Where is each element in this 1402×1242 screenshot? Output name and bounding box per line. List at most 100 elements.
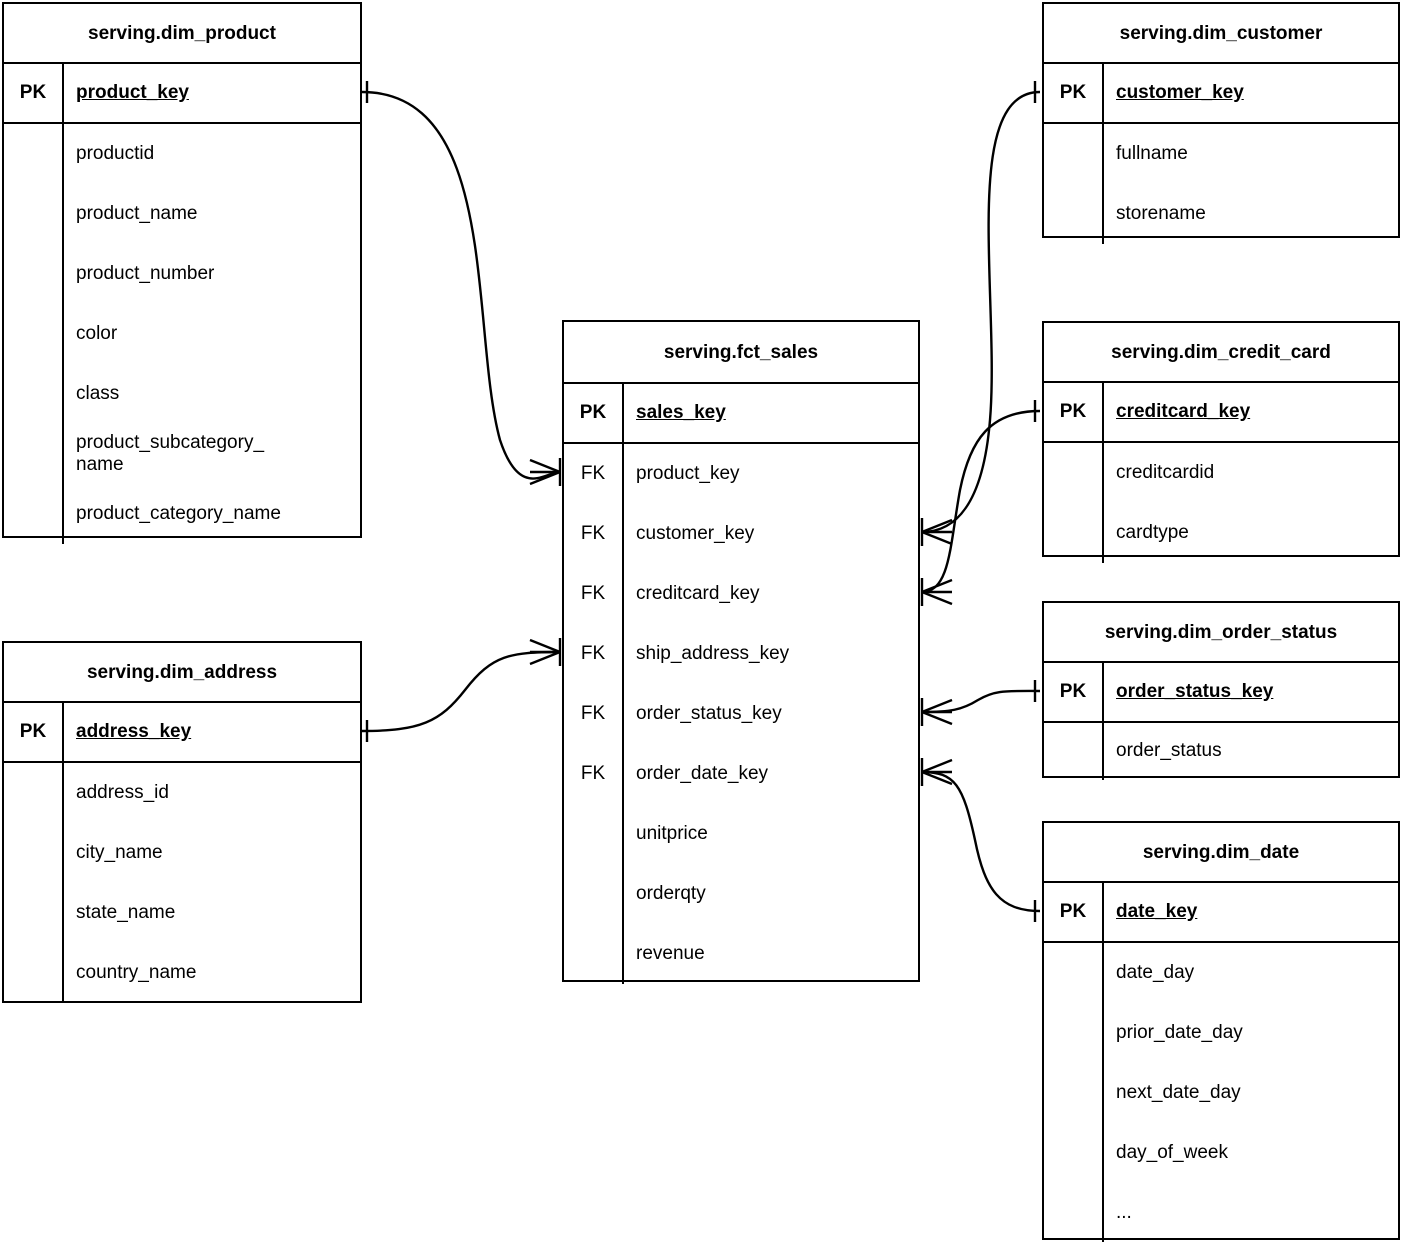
- attribute-row: next_date_day: [1044, 1063, 1398, 1123]
- attribute-marker: [4, 184, 64, 244]
- attribute-row: class: [4, 364, 360, 424]
- attribute-row: revenue: [564, 924, 918, 984]
- pk-field-dim_product: product_key: [76, 81, 189, 103]
- attribute-row: day_of_week: [1044, 1123, 1398, 1183]
- attribute-list-dim_customer: fullname storename: [1044, 124, 1398, 244]
- pk-marker-fct_sales: PK: [564, 384, 624, 442]
- attribute-marker: [4, 763, 64, 823]
- pk-marker-dim_customer: PK: [1044, 64, 1104, 122]
- attribute-row: state_name: [4, 883, 360, 943]
- attribute-row: storename: [1044, 184, 1398, 244]
- attribute-name: country_name: [76, 961, 197, 983]
- attribute-name: fullname: [1116, 142, 1188, 164]
- relationship-line: [361, 90, 561, 480]
- attribute-row: city_name: [4, 823, 360, 883]
- entity-title-dim_customer: serving.dim_customer: [1044, 4, 1398, 64]
- attribute-name: orderqty: [636, 882, 706, 904]
- attribute-marker: [4, 484, 64, 544]
- pk-row-fct_sales: PK sales_key: [564, 384, 918, 444]
- relationship-line: [361, 650, 561, 733]
- attribute-marker: [1044, 723, 1104, 780]
- relationship-orderstatus-to-sales: [920, 680, 1041, 726]
- cardinality-many-marker: [920, 758, 953, 786]
- attribute-name: next_date_day: [1116, 1081, 1241, 1103]
- attribute-name: product_name: [76, 202, 198, 224]
- relationship-address-to-sales: [361, 638, 562, 742]
- attribute-marker: [4, 943, 64, 1003]
- attribute-name: product_number: [76, 262, 215, 284]
- attribute-row: ...: [1044, 1183, 1398, 1242]
- attribute-marker: [4, 304, 64, 364]
- pk-marker-dim_product: PK: [4, 64, 64, 122]
- attribute-marker: [564, 864, 624, 924]
- attribute-marker: FK: [564, 564, 624, 624]
- attribute-name: product_category_name: [76, 502, 281, 524]
- pk-field-fct_sales: sales_key: [636, 401, 726, 423]
- attribute-marker: [1044, 1123, 1104, 1183]
- attribute-name: product_key: [636, 462, 740, 484]
- attribute-name: prior_date_day: [1116, 1021, 1243, 1043]
- attribute-list-dim_address: address_id city_name state_name country_nam…: [4, 763, 360, 1003]
- attribute-marker: [4, 424, 64, 484]
- pk-row-dim_date: PK date_key: [1044, 883, 1398, 943]
- pk-marker-dim_address: PK: [4, 703, 64, 761]
- attribute-name: address_id: [76, 781, 169, 803]
- pk-row-dim_customer: PK customer_key: [1044, 64, 1398, 124]
- attribute-marker: FK: [564, 624, 624, 684]
- attribute-name: city_name: [76, 841, 163, 863]
- attribute-marker: [1044, 1003, 1104, 1063]
- attribute-marker: [1044, 124, 1104, 184]
- attribute-marker: [564, 804, 624, 864]
- pk-field-dim_customer: customer_key: [1116, 81, 1244, 103]
- pk-marker-dim_date: PK: [1044, 883, 1104, 941]
- attribute-row: unitprice: [564, 804, 918, 864]
- cardinality-many-marker: [529, 638, 562, 666]
- pk-row-dim_address: PK address_key: [4, 703, 360, 763]
- attribute-marker: [1044, 443, 1104, 503]
- pk-field-dim_date: date_key: [1116, 900, 1198, 922]
- attribute-marker: [4, 883, 64, 943]
- attribute-marker: [564, 924, 624, 984]
- attribute-name: customer_key: [636, 522, 755, 544]
- pk-marker-dim_order_status: PK: [1044, 663, 1104, 721]
- attribute-row: address_id: [4, 763, 360, 823]
- attribute-name: state_name: [76, 901, 176, 923]
- attribute-row: product_category_name: [4, 484, 360, 544]
- attribute-row: date_day: [1044, 943, 1398, 1003]
- attribute-row: productid: [4, 124, 360, 184]
- attribute-marker: [1044, 503, 1104, 563]
- attribute-name: date_day: [1116, 961, 1195, 983]
- attribute-row: fullname: [1044, 124, 1398, 184]
- pk-marker-dim_credit_card: PK: [1044, 383, 1104, 441]
- attribute-row: prior_date_day: [1044, 1003, 1398, 1063]
- cardinality-many-marker: [920, 518, 953, 546]
- attribute-marker: [4, 244, 64, 304]
- attribute-row: product_number: [4, 244, 360, 304]
- attribute-row: orderqty: [564, 864, 918, 924]
- attribute-marker: [4, 823, 64, 883]
- attribute-row: product_name: [4, 184, 360, 244]
- attribute-name: productid: [76, 142, 155, 164]
- cardinality-many-marker: [920, 698, 953, 726]
- pk-row-dim_credit_card: PK creditcard_key: [1044, 383, 1398, 443]
- relationship-line: [921, 409, 1041, 594]
- attribute-name: unitprice: [636, 822, 708, 844]
- attribute-marker: [1044, 943, 1104, 1003]
- attribute-row: cardtype: [1044, 503, 1398, 563]
- attribute-marker: [1044, 1183, 1104, 1242]
- pk-field-dim_address: address_key: [76, 720, 192, 742]
- relationship-creditcard-to-sales: [920, 400, 1041, 606]
- pk-row-dim_product: PK product_key: [4, 64, 360, 124]
- pk-field-dim_credit_card: creditcard_key: [1116, 400, 1251, 422]
